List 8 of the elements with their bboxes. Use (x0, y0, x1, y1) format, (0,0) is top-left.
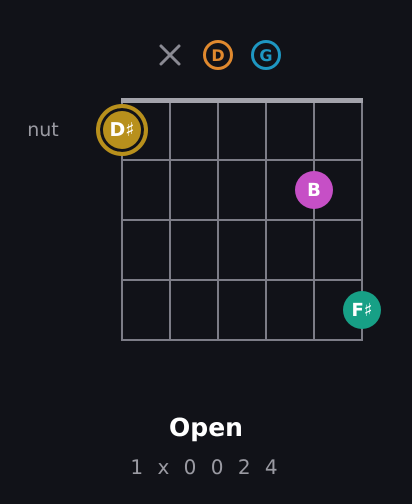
finger-dot: B (295, 171, 333, 209)
finger-dot: D♯ (96, 104, 148, 156)
fingering-text: 1 x 0 0 2 4 (129, 454, 283, 480)
finger-dot: F♯ (343, 291, 381, 329)
chord-title: Open (168, 412, 244, 444)
open-string-marker: G (251, 40, 281, 70)
open-string-marker: D (203, 40, 233, 70)
nut-label: nut (26, 118, 60, 142)
